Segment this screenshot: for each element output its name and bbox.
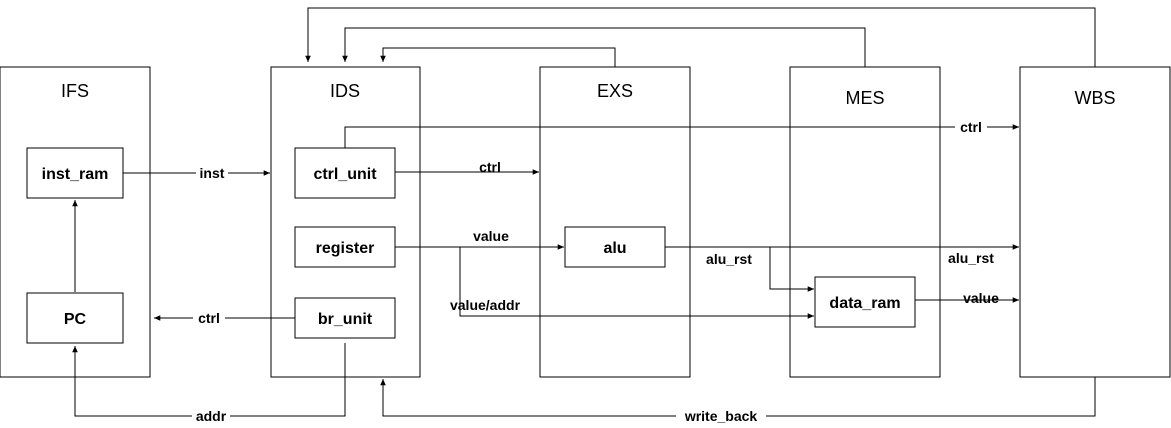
alu-label: alu bbox=[603, 240, 626, 257]
alu-unit: alu bbox=[564, 226, 666, 268]
mes-stage-label: MES bbox=[845, 88, 884, 108]
value-addr-signal-label: value/addr bbox=[450, 297, 521, 313]
ids-stage-label: IDS bbox=[330, 81, 360, 101]
exs-stage-label: EXS bbox=[597, 81, 633, 101]
wbs-stage-label: WBS bbox=[1074, 88, 1115, 108]
br-unit: br_unit bbox=[294, 297, 396, 339]
inst-ram-label: inst_ram bbox=[42, 166, 109, 183]
register-label: register bbox=[316, 240, 375, 257]
value-signal-label: value bbox=[473, 228, 509, 244]
br-ctrl-signal-label: ctrl bbox=[198, 310, 220, 326]
alu-rst-mes-signal-label: alu_rst bbox=[706, 251, 752, 267]
data-ram-value-signal-label: value bbox=[963, 290, 999, 306]
ctrl-unit-label: ctrl_unit bbox=[313, 166, 377, 183]
pc-label: PC bbox=[64, 311, 87, 328]
mes-feedback-wire bbox=[342, 27, 866, 67]
mes-stage bbox=[789, 66, 941, 378]
exs-stage bbox=[539, 66, 691, 378]
data-ram-label: data_ram bbox=[829, 295, 900, 312]
wbs-feedback-wire bbox=[305, 7, 1096, 67]
addr-signal-label: addr bbox=[196, 408, 227, 424]
inst-ram-unit: inst_ram bbox=[26, 147, 124, 199]
data-ram-unit: data_ram bbox=[814, 276, 916, 328]
value-addr-wire bbox=[459, 247, 814, 319]
ctrl-to-wbs-wire bbox=[344, 124, 1019, 148]
register-unit: register bbox=[294, 226, 396, 268]
ctrl-unit: ctrl_unit bbox=[294, 147, 396, 199]
write-back-signal-label: write_back bbox=[684, 408, 758, 424]
ctrl-exs-signal-label: ctrl bbox=[479, 159, 501, 175]
alu-rst-wbs-signal-label: alu_rst bbox=[948, 250, 994, 266]
pc-unit: PC bbox=[26, 292, 124, 344]
inst-signal-label: inst bbox=[200, 165, 225, 181]
exs-feedback-wire bbox=[380, 47, 616, 67]
br-unit-label: br_unit bbox=[318, 311, 373, 328]
alu-rst-to-data-ram-wire bbox=[769, 247, 814, 292]
ifs-stage-label: IFS bbox=[61, 81, 89, 101]
wbs-stage bbox=[1019, 66, 1171, 378]
ctrl-wbs-signal-label: ctrl bbox=[960, 119, 982, 135]
